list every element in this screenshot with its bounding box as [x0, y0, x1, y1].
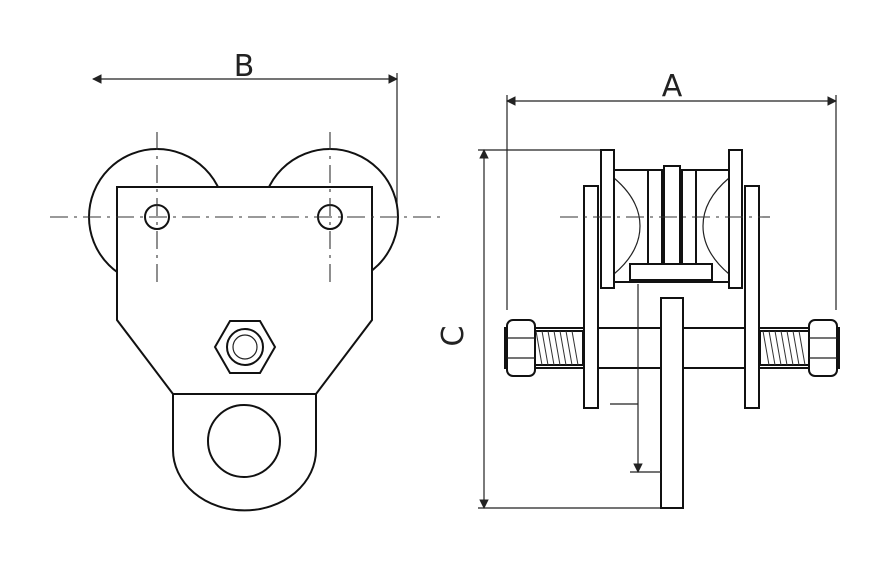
left-wheel-rim	[600, 149, 615, 289]
left-flange-curve	[613, 177, 641, 275]
i-beam-flange	[629, 263, 713, 281]
lug-plate	[660, 297, 684, 509]
thread-hatching	[535, 330, 806, 366]
dimension-c-label: C	[436, 326, 471, 347]
dimension-a-label: A	[662, 69, 683, 104]
hub-web-left	[647, 169, 663, 267]
left-side-plate	[583, 185, 599, 409]
hex-nut-bore	[226, 328, 264, 366]
side-plate	[116, 186, 373, 395]
right-flange-curve	[702, 177, 730, 275]
front-view: B	[50, 49, 440, 512]
right-side-plate	[744, 185, 760, 409]
right-end-nut	[808, 319, 838, 377]
side-view: A C	[436, 69, 840, 509]
right-wheel-rim	[728, 149, 743, 289]
hex-nut-inner-ring	[232, 334, 258, 360]
hub-web-right	[681, 169, 697, 267]
left-end-nut	[506, 319, 536, 377]
lug-hole	[207, 404, 281, 478]
dimension-b-label: B	[234, 49, 255, 84]
hub-web-center	[663, 165, 681, 267]
